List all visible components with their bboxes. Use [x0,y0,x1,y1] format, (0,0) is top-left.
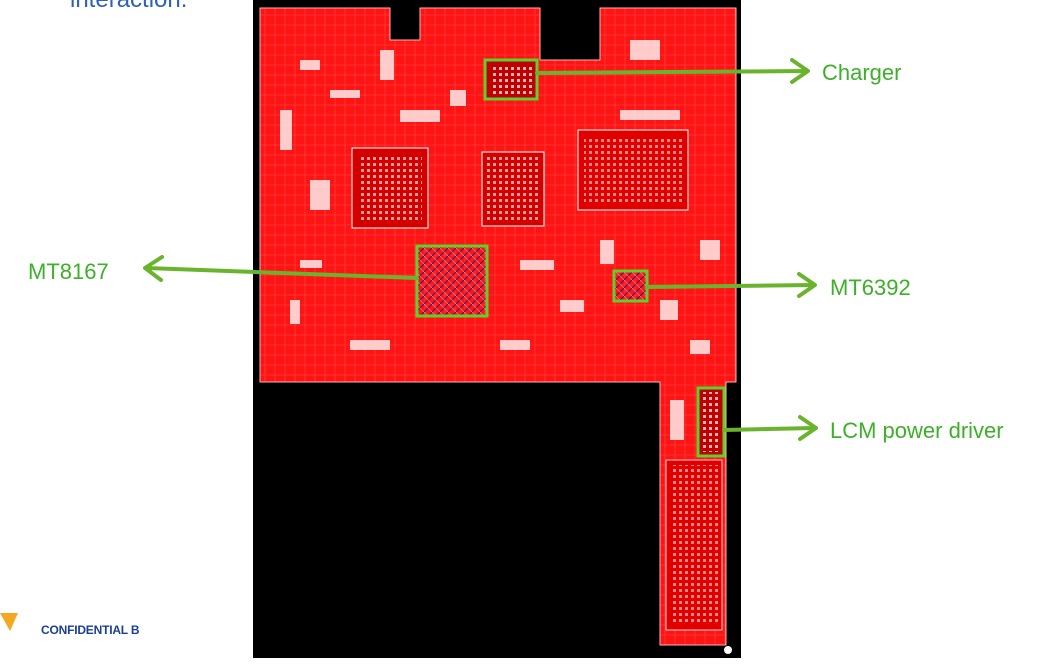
charger-highlight [483,58,539,101]
mt6392-arrow [645,272,817,298]
lcm-label: LCM power driver [830,418,1004,443]
charger-arrow [535,58,810,84]
mt8167-highlight [415,244,489,318]
company-logo-icon [0,613,18,631]
mt8167-chip [417,246,487,316]
lcm-highlight [696,386,726,458]
confidential-label: CONFIDENTIAL B [41,623,140,637]
header-text: interaction. [70,0,187,14]
mt6392-chip [614,271,647,301]
mt8167-label: MT8167 [28,259,109,284]
mt8167-arrow [143,255,419,282]
mt6392-label: MT6392 [830,275,911,300]
charger-label: Charger [822,60,902,85]
lcm-arrow [722,415,818,441]
